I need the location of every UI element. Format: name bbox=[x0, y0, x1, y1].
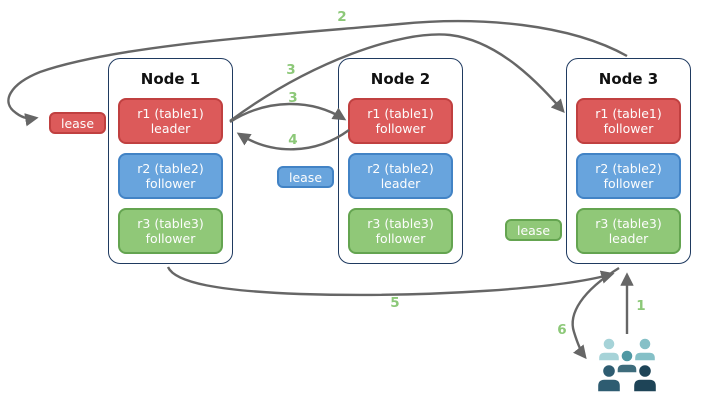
node-3-title: Node 3 bbox=[598, 70, 659, 88]
arrow-step2-node3-to-lease bbox=[7, 19, 628, 127]
arrow-step6-node3-to-users bbox=[571, 266, 620, 360]
replica-range: r1 (table1) bbox=[367, 106, 434, 121]
replica-role: follower bbox=[375, 231, 426, 246]
lease-label: lease bbox=[516, 222, 551, 238]
step-label-2: 2 bbox=[337, 9, 347, 25]
replica-role: follower bbox=[603, 121, 654, 136]
replica-r1-node3: r1 (table1) follower bbox=[576, 98, 681, 144]
replica-range: r3 (table3) bbox=[367, 216, 434, 231]
replica-r2-node1: r2 (table2) follower bbox=[118, 153, 223, 199]
step-label-1: 1 bbox=[636, 298, 646, 314]
replica-r1-node1: r1 (table1) leader bbox=[118, 98, 223, 144]
replica-r3-node1: r3 (table3) follower bbox=[118, 208, 223, 254]
replica-role: follower bbox=[603, 176, 654, 191]
replica-role: follower bbox=[145, 176, 196, 191]
arrow-step5-node1-to-node3 bbox=[166, 266, 615, 297]
lease-badge-r2: lease bbox=[277, 166, 334, 188]
lease-badge-r3: lease bbox=[505, 219, 562, 241]
replica-r1-node2: r1 (table1) follower bbox=[348, 98, 453, 144]
replica-range: r3 (table3) bbox=[595, 216, 662, 231]
replica-range: r2 (table2) bbox=[137, 161, 204, 176]
node-1-box: Node 1 r1 (table1) leader r2 (table2) fo… bbox=[108, 58, 233, 264]
step-label-5: 5 bbox=[390, 295, 400, 311]
node-1-title: Node 1 bbox=[140, 70, 201, 88]
replica-range: r3 (table3) bbox=[137, 216, 204, 231]
replica-r3-node2: r3 (table3) follower bbox=[348, 208, 453, 254]
users-icon bbox=[596, 337, 658, 393]
replica-role: follower bbox=[375, 121, 426, 136]
lease-badge-r1: lease bbox=[49, 112, 106, 134]
step-label-4: 4 bbox=[288, 132, 298, 148]
step-label-3a: 3 bbox=[286, 62, 296, 78]
replica-role: leader bbox=[380, 176, 421, 191]
lease-label: lease bbox=[288, 169, 323, 185]
arrow-step3-node1-to-node2 bbox=[229, 102, 347, 124]
node-2-box: Node 2 r1 (table1) follower r2 (table2) … bbox=[338, 58, 463, 264]
replica-role: leader bbox=[608, 231, 649, 246]
replica-role: leader bbox=[150, 121, 191, 136]
step-label-3b: 3 bbox=[288, 90, 298, 106]
replica-r2-node2: r2 (table2) leader bbox=[348, 153, 453, 199]
lease-label: lease bbox=[60, 115, 95, 131]
replica-r3-node3: r3 (table3) leader bbox=[576, 208, 681, 254]
replica-range: r1 (table1) bbox=[137, 106, 204, 121]
replica-role: follower bbox=[145, 231, 196, 246]
replica-range: r2 (table2) bbox=[595, 161, 662, 176]
node-2-title: Node 2 bbox=[370, 70, 431, 88]
node-3-box: Node 3 r1 (table1) follower r2 (table2) … bbox=[566, 58, 691, 264]
step-label-6: 6 bbox=[557, 322, 567, 338]
replica-range: r2 (table2) bbox=[367, 161, 434, 176]
replica-range: r1 (table1) bbox=[595, 106, 662, 121]
replica-r2-node3: r2 (table2) follower bbox=[576, 153, 681, 199]
